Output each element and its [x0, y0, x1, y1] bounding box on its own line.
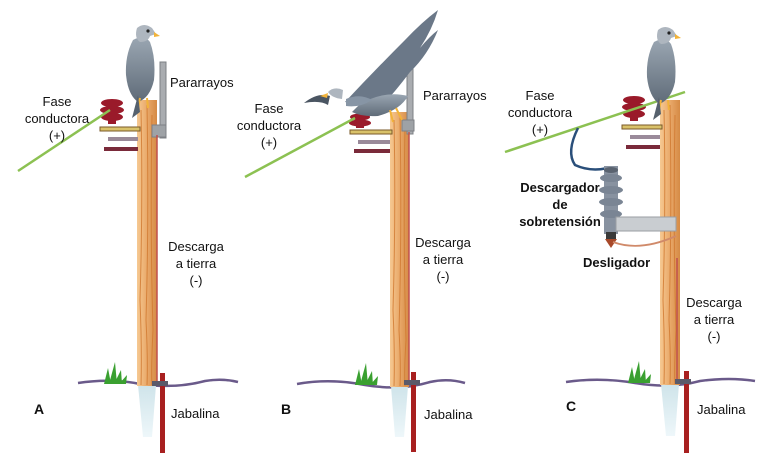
discharge-label-sign: (-) — [436, 269, 450, 284]
crossarm-lower — [104, 147, 138, 151]
surge-label-line2: de — [552, 197, 568, 212]
copper-lead — [612, 235, 677, 247]
phase-conductor-label-a: Fase conductora (+) — [20, 93, 94, 144]
pole-grain — [662, 104, 677, 385]
phase-conductor-label-b: Fase conductora (+) — [232, 100, 306, 151]
panel-letter-b: B — [281, 401, 292, 417]
crossarm — [99, 126, 141, 132]
panel-a — [17, 25, 239, 453]
phase-label-line2: conductora — [24, 111, 90, 126]
bird-flying — [304, 10, 438, 123]
phase-label-sign: (+) — [48, 128, 66, 143]
arrester-bracket — [615, 216, 677, 232]
surge-arrester — [599, 166, 623, 234]
discharge-label-line2: a tierra — [693, 312, 735, 327]
discharge-label-c: Descarga a tierra (-) — [676, 294, 752, 345]
ground-rod — [160, 373, 165, 453]
bird-perched — [125, 25, 160, 118]
surge-label-line1: Descargador — [520, 180, 600, 195]
discharge-label-sign: (-) — [707, 329, 721, 344]
phase-label-line2: conductora — [236, 118, 302, 133]
arrester-lead — [569, 127, 609, 171]
discharge-label-line1: Descarga — [415, 235, 471, 250]
insulator — [100, 99, 124, 124]
panel-b — [244, 10, 466, 452]
ground-rod-clamp — [675, 379, 691, 384]
phase-conductor — [244, 116, 356, 179]
phase-label-line1: Fase — [525, 88, 555, 103]
pole-grain — [139, 104, 154, 386]
crossarm-lower — [626, 145, 660, 149]
crossarm-lower — [354, 149, 390, 153]
phase-conductor — [17, 108, 111, 173]
grass-tuft — [355, 363, 378, 385]
crossarm — [349, 129, 393, 135]
bracket — [358, 140, 390, 144]
rod-clamp — [151, 124, 167, 138]
lightning-rod — [159, 61, 167, 139]
grass-tuft — [628, 361, 651, 383]
ground-rod-label-c: Jabalina — [697, 402, 746, 417]
pole-foot — [391, 386, 408, 437]
phase-label-line2: conductora — [507, 105, 573, 120]
panel-letter-c: C — [566, 398, 577, 414]
ground-rod-label-b: Jabalina — [424, 407, 473, 422]
phase-label-sign: (+) — [531, 122, 549, 137]
bracket — [108, 137, 138, 141]
discharge-label-b: Descarga a tierra (-) — [405, 234, 481, 285]
panel-letter-a: A — [34, 401, 45, 417]
pole-foot — [138, 385, 156, 437]
phase-conductor-label-c: Fase conductora (+) — [503, 87, 577, 138]
ground-rod — [684, 371, 689, 453]
ground-rod — [411, 372, 416, 452]
crossarm — [621, 124, 663, 130]
discharge-label-line1: Descarga — [686, 295, 742, 310]
surge-arrester-label: Descargador de sobretensión — [514, 179, 606, 230]
grass-tuft — [104, 362, 127, 384]
bracket — [630, 135, 660, 139]
surge-label-line3: sobretensión — [519, 214, 601, 229]
ground-line — [296, 379, 466, 389]
pole-foot — [661, 384, 679, 436]
ground-rod-label-a: Jabalina — [171, 406, 220, 421]
discharge-label-sign: (-) — [189, 273, 203, 288]
bird-perched — [646, 27, 681, 120]
phase-conductor — [504, 90, 686, 154]
disconnector-label: Desligador — [583, 255, 651, 270]
discharge-label-line1: Descarga — [168, 239, 224, 254]
discharge-label-a: Descarga a tierra (-) — [158, 238, 234, 289]
ground-rod-clamp — [404, 380, 420, 385]
discharge-label-line2: a tierra — [422, 252, 464, 267]
panel-c — [504, 27, 756, 453]
phase-label-line1: Fase — [42, 94, 72, 109]
pole-grain — [392, 114, 407, 387]
arrester-label-b: Pararrayos — [423, 88, 487, 103]
disconnector — [605, 232, 617, 248]
phase-label-sign: (+) — [260, 135, 278, 150]
discharge-label-line2: a tierra — [175, 256, 217, 271]
phase-label-line1: Fase — [254, 101, 284, 116]
ground-rod-clamp — [152, 381, 168, 386]
arrester-label-a: Pararrayos — [170, 75, 234, 90]
rod-clamp — [401, 119, 415, 132]
